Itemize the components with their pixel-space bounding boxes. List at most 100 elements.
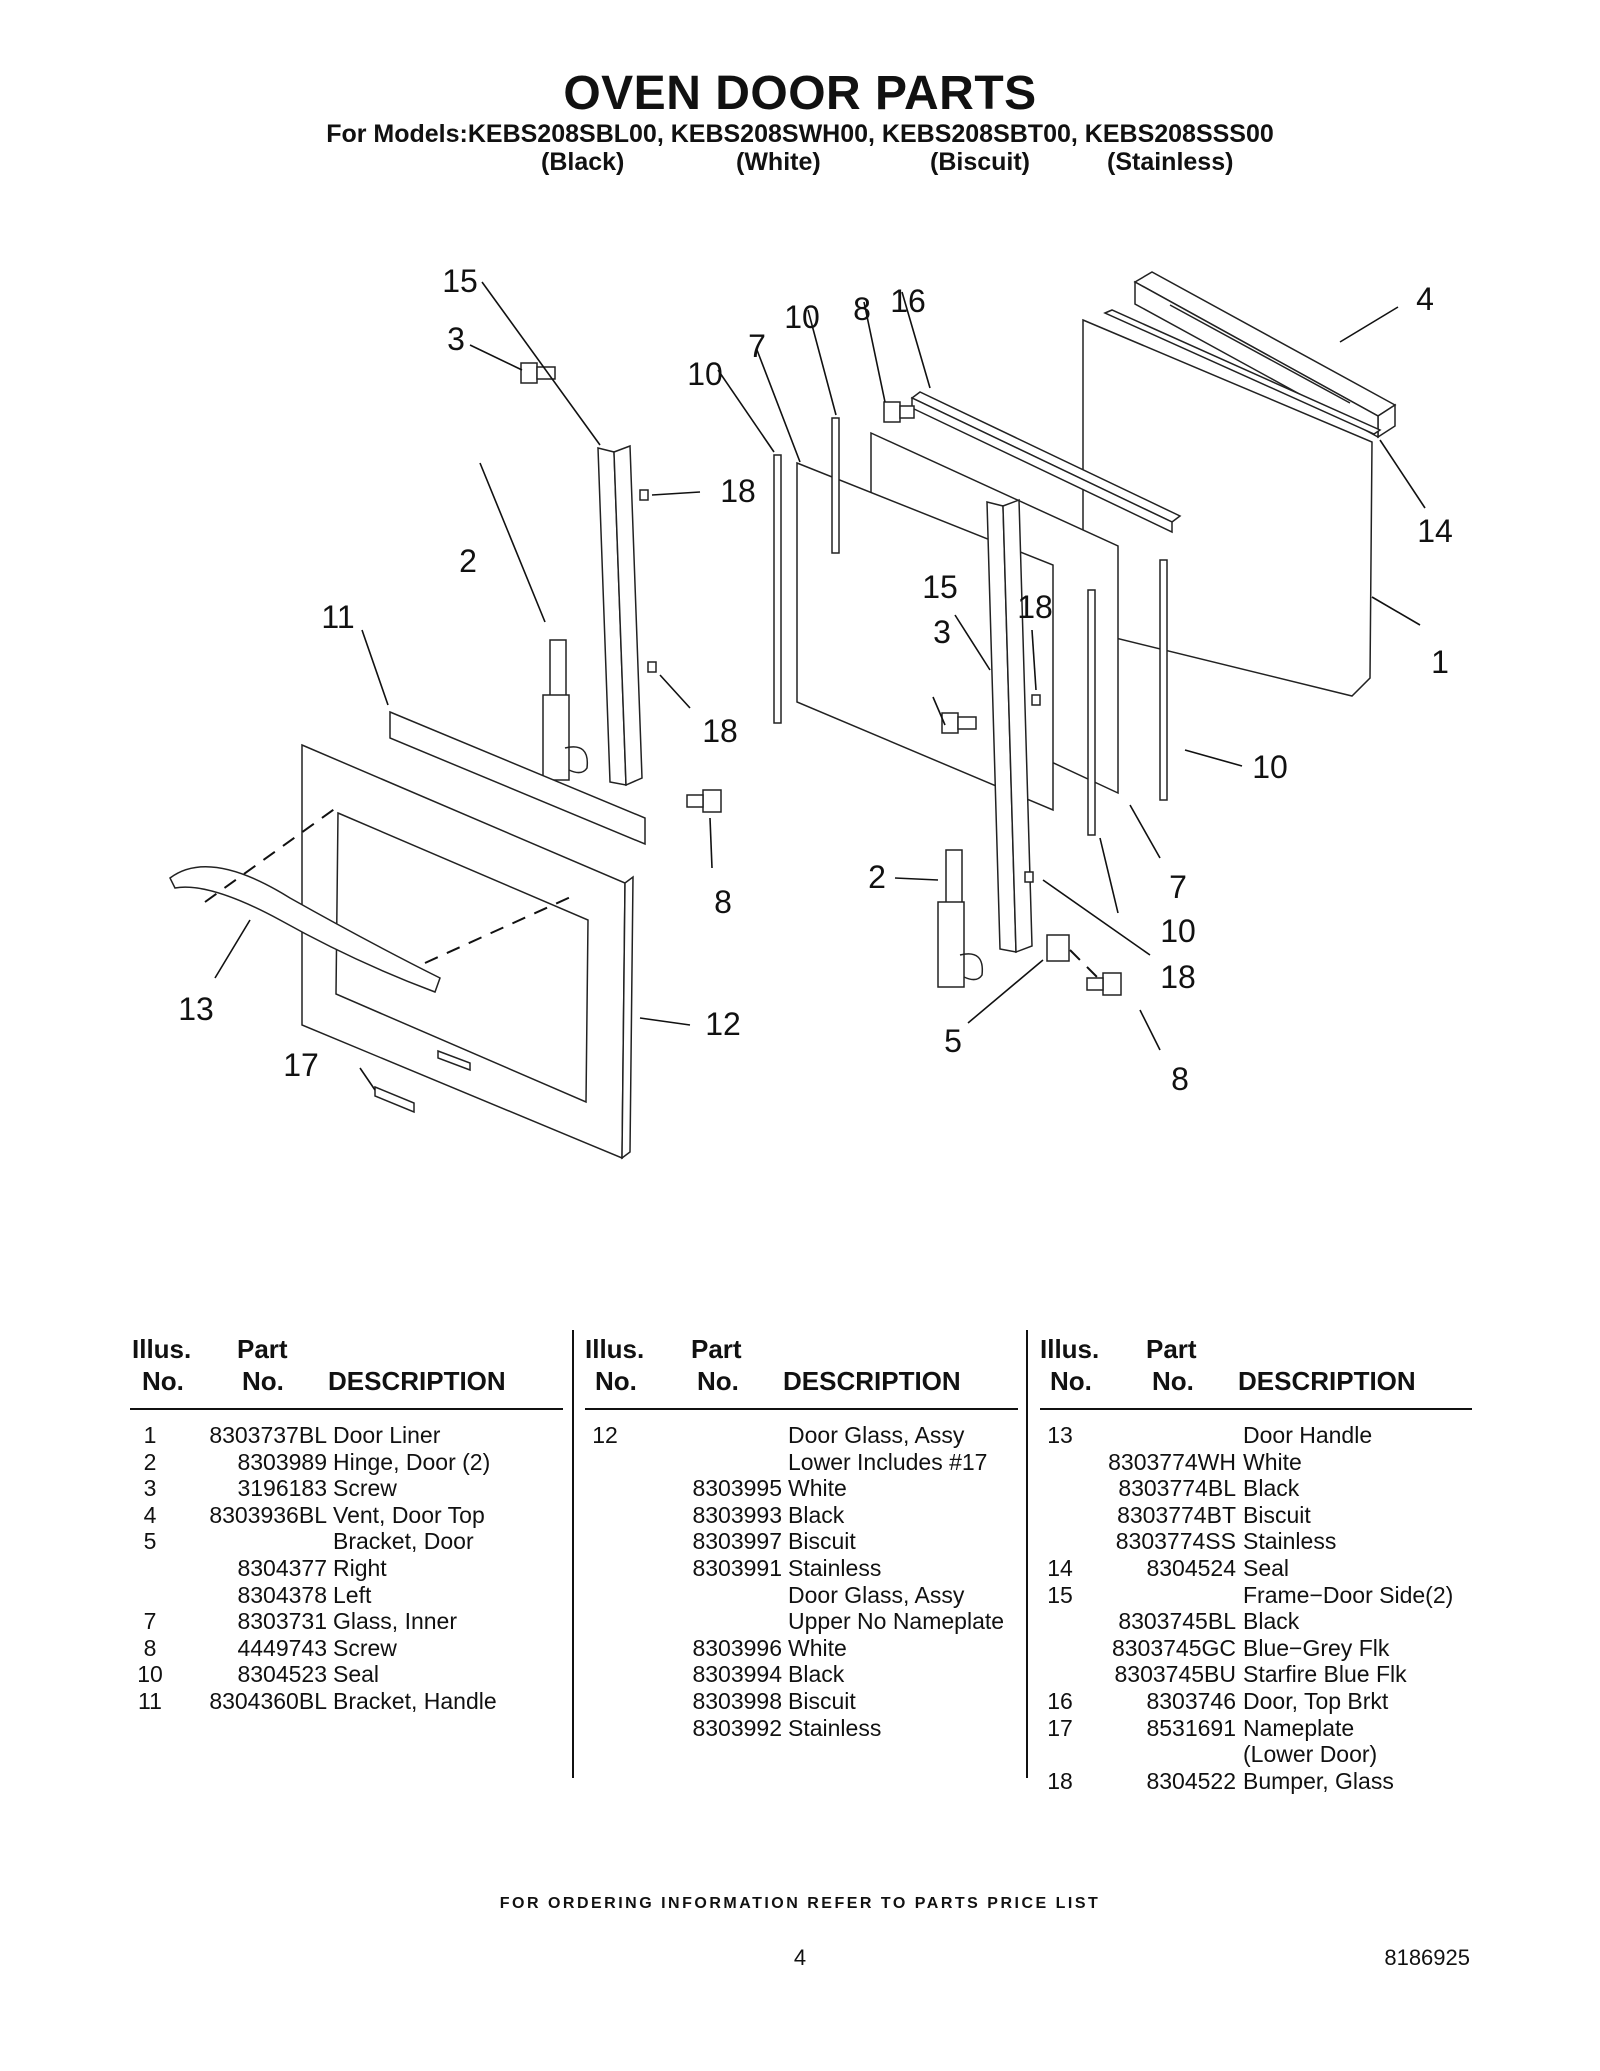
part-number: 8531691: [1146, 1714, 1236, 1741]
part-door-side-frame-left: [597, 444, 643, 787]
model-list: For Models:KEBS208SBL00, KEBS208SWH00, K…: [326, 120, 1274, 148]
callout-10-top: 10: [784, 299, 820, 335]
part-door-top-bracket: [910, 391, 1182, 534]
part-number: 8304360BL: [209, 1687, 327, 1714]
part-description: Seal: [1243, 1554, 1290, 1581]
part-description: White: [788, 1634, 847, 1661]
header-illus: Illus.: [132, 1334, 192, 1364]
part-description: Lower Includes #17: [788, 1448, 988, 1475]
part-description: Black: [788, 1661, 845, 1688]
callout-13: 13: [178, 991, 214, 1027]
part-handle-bracket: [389, 710, 646, 846]
part-description: Door Glass, Assy: [788, 1581, 965, 1608]
part-description: White: [788, 1475, 847, 1502]
callout-12: 12: [705, 1006, 741, 1042]
illus-number: 10: [137, 1661, 163, 1688]
part-number: 8303774WH: [1108, 1448, 1236, 1475]
part-number: 8303994: [692, 1661, 782, 1688]
page-number: 4: [793, 1945, 807, 1970]
part-seal-10d: [1159, 559, 1168, 801]
part-number: 8303997: [692, 1528, 782, 1555]
header-illus: Illus.: [585, 1334, 645, 1364]
part-number: 8304523: [237, 1661, 327, 1688]
illus-number: 16: [1047, 1687, 1073, 1714]
part-door-side-frame-right: [986, 498, 1033, 954]
callout-3-right: 3: [933, 614, 951, 650]
table-row: Door Glass, Assy: [585, 1582, 1018, 1609]
table-row: (Lower Door): [1040, 1741, 1472, 1768]
illus-number: 7: [143, 1608, 157, 1635]
illus-number: 15: [1047, 1581, 1073, 1608]
part-description: Upper No Nameplate: [788, 1608, 1005, 1635]
callout-18-mid-left: 18: [702, 713, 738, 749]
part-description: Hinge, Door (2): [333, 1448, 491, 1475]
part-bumper-18b: [647, 661, 657, 673]
illus-number: 4: [143, 1501, 157, 1528]
part-number: 8303993: [692, 1501, 782, 1528]
part-description: Biscuit: [1243, 1501, 1311, 1528]
column-divider: [1026, 1330, 1028, 1778]
part-number: 8303774BL: [1118, 1475, 1236, 1502]
part-description: Blue−Grey Flk: [1243, 1634, 1390, 1661]
table-row: Lower Includes #17: [585, 1449, 1018, 1476]
header-part: Part: [237, 1334, 288, 1364]
part-description: White: [1243, 1448, 1302, 1475]
part-description: Nameplate: [1243, 1714, 1355, 1741]
callout-7-bottom: 7: [1169, 869, 1187, 905]
part-number: 8303746: [1146, 1687, 1236, 1714]
part-description: Bracket, Door: [333, 1528, 474, 1555]
header-part-no: No.: [242, 1366, 284, 1396]
callout-10-right: 10: [1252, 749, 1288, 785]
part-number: 8303774SS: [1115, 1528, 1236, 1555]
page-title: OVEN DOOR PARTS: [563, 67, 1037, 120]
header-illus-no: No.: [142, 1366, 184, 1396]
header-description: DESCRIPTION: [1238, 1366, 1416, 1396]
header-illus: Illus.: [1040, 1334, 1100, 1364]
column-divider: [572, 1330, 574, 1778]
callout-8-top: 8: [853, 291, 871, 327]
callout-8-bottom: 8: [1171, 1061, 1189, 1097]
part-screw-8-bottom: [1086, 972, 1122, 996]
table-row: 8303745GC Blue−Grey Flk: [1040, 1635, 1472, 1662]
part-description: Left: [333, 1581, 372, 1608]
part-number: 8303737BL: [209, 1422, 327, 1448]
part-number: 8303991: [692, 1554, 782, 1581]
part-bumper-18a: [639, 489, 649, 501]
part-number: 8304524: [1146, 1554, 1236, 1581]
part-description: Black: [788, 1501, 845, 1528]
header-illus-no: No.: [595, 1366, 637, 1396]
part-description: Stainless: [788, 1714, 882, 1741]
header-description: DESCRIPTION: [783, 1366, 961, 1396]
header-illus-no: No.: [1050, 1366, 1092, 1396]
part-vent-door-top: [1133, 271, 1397, 439]
part-hinge-left: [542, 639, 589, 781]
part-number: 8303745GC: [1111, 1634, 1236, 1661]
header-description: DESCRIPTION: [328, 1366, 506, 1396]
illus-number: 5: [143, 1528, 157, 1555]
callout-18-right-bottom: 18: [1160, 959, 1196, 995]
part-number: 8304378: [237, 1581, 327, 1608]
part-number: 3196183: [237, 1475, 327, 1502]
header-part: Part: [691, 1334, 742, 1364]
part-description: Biscuit: [788, 1687, 856, 1714]
part-description: Right: [333, 1554, 387, 1581]
callout-18-top-left: 18: [720, 473, 756, 509]
callout-3-left: 3: [447, 321, 465, 357]
